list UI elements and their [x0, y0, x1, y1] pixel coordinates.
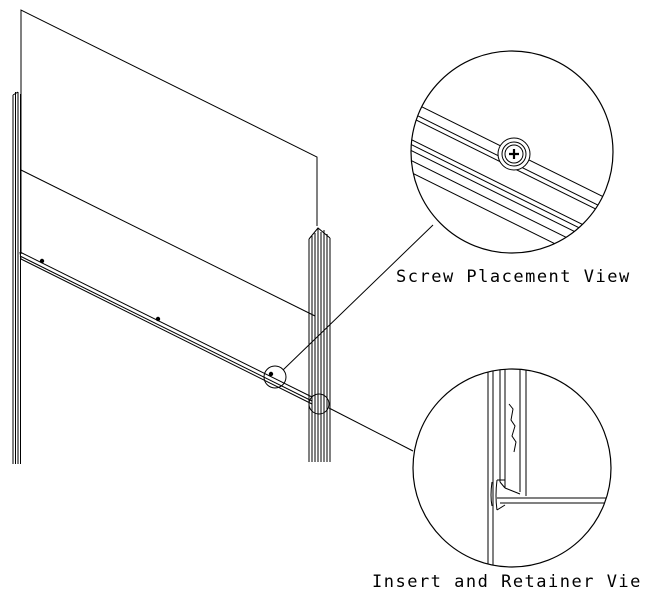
leader-lines	[282, 224, 434, 452]
insert-retainer-label: Insert and Retainer Vie	[372, 572, 642, 592]
board-panel	[20, 9, 318, 317]
left-post	[12, 91, 21, 464]
right-post	[308, 227, 331, 462]
detail-markers	[263, 365, 330, 415]
screw-detail-marker	[263, 365, 287, 389]
screw-dot	[155, 316, 161, 322]
screw-dot	[268, 371, 274, 377]
screw-dot	[39, 258, 45, 264]
rail-screws	[39, 258, 274, 377]
retainer-rail	[19, 251, 313, 405]
insert-detail-marker	[308, 393, 330, 415]
screw-head-icon	[497, 137, 531, 171]
screw-placement-label: Screw Placement View	[396, 267, 631, 287]
insert-retainer-detail	[412, 368, 612, 568]
screw-placement-detail	[410, 50, 614, 254]
